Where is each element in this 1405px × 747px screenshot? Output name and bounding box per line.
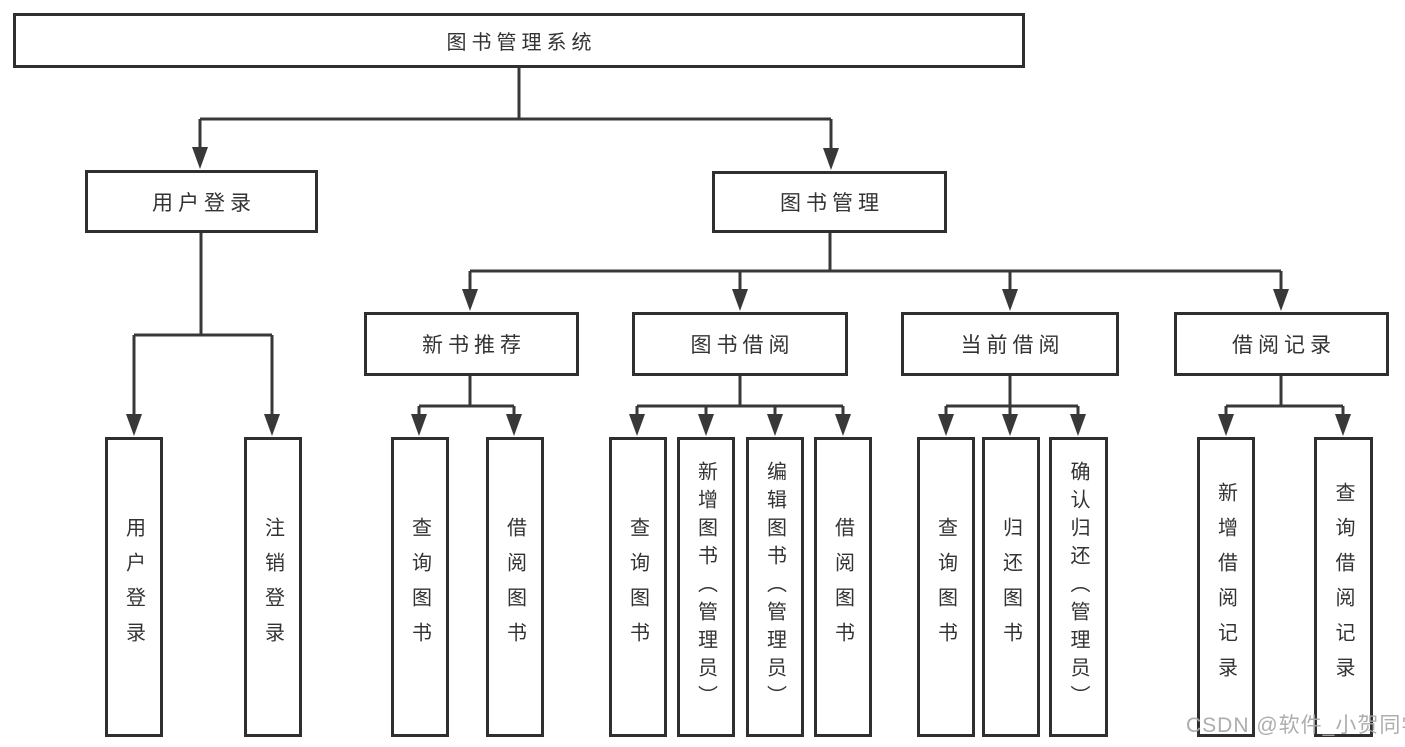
leaf-add-book-admin: 新增图书（管理员） — [677, 437, 735, 737]
leaf-query-books-recommend: 查询图书 — [391, 437, 449, 737]
node-current-borrow: 当前借阅 — [901, 312, 1119, 376]
leaf-borrow-books: 借阅图书 — [814, 437, 872, 737]
leaf-query-borrow-record: 查询借阅记录 — [1314, 437, 1373, 737]
leaf-user-login: 用户登录 — [105, 437, 163, 737]
leaf-confirm-return-admin: 确认归还（管理员） — [1049, 437, 1108, 737]
leaf-return-book: 归还图书 — [982, 437, 1040, 737]
leaf-logout: 注销登录 — [244, 437, 302, 737]
csdn-watermark: CSDN @软件_小贺同学 — [1186, 714, 1405, 737]
leaf-borrow-books-recommend: 借阅图书 — [486, 437, 544, 737]
leaf-add-borrow-record: 新增借阅记录 — [1197, 437, 1255, 737]
node-new-book-recommend: 新书推荐 — [364, 312, 579, 376]
leaf-edit-book-admin: 编辑图书（管理员） — [746, 437, 804, 737]
leaf-query-books-borrow: 查询图书 — [609, 437, 667, 737]
leaf-query-books-current: 查询图书 — [917, 437, 975, 737]
node-user-login: 用户登录 — [85, 170, 318, 233]
node-library-system: 图书管理系统 — [13, 13, 1025, 68]
node-book-borrow: 图书借阅 — [632, 312, 848, 376]
node-borrow-records: 借阅记录 — [1174, 312, 1389, 376]
node-book-management: 图书管理 — [712, 171, 947, 233]
